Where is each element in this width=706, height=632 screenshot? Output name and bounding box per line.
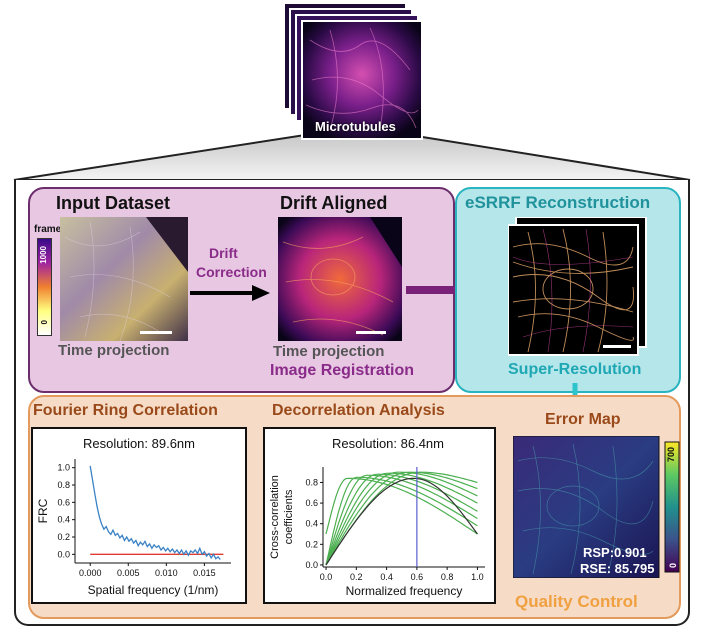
input-dataset-title: Input Dataset	[56, 193, 171, 213]
top-image-stack	[13, 2, 691, 180]
frc-chart-title: Resolution: 89.6nm	[83, 436, 195, 451]
stack-frame-front	[301, 20, 423, 140]
decorr-x-tick-label: 1.0	[471, 572, 484, 582]
decorr-curve	[325, 471, 478, 566]
decorr-chart-frame	[263, 427, 496, 604]
frc-chart: Resolution: 89.6nm 0.0 0.2 0.4 0.6 0.8 1.0 0.00…	[31, 427, 247, 604]
esrrf-reconstruction-title: eSRRF Reconstruction	[465, 193, 651, 212]
error-colorbar-min: 0	[668, 563, 678, 569]
decorr-title: Decorrelation Analysis	[272, 402, 445, 419]
esrrf-reconstruction-image	[508, 217, 647, 356]
decorr-x-tick-label: 0.6	[411, 572, 424, 582]
frc-xlabel: Spatial frequency (1/nm)	[88, 583, 219, 597]
frc-curve	[89, 465, 221, 560]
error-map-image	[513, 436, 680, 578]
decorr-y-tick-label: 0.8	[305, 477, 318, 487]
input-time-projection-caption: Time projection	[58, 342, 170, 359]
frame-colorbar	[37, 238, 52, 336]
decorr-xlabel: Normalized frequency	[346, 584, 463, 598]
drift-correction-arrow	[190, 285, 270, 301]
decorr-y-tick-label: 0.2	[305, 539, 318, 549]
frc-y-tick-label: 0.0	[57, 549, 70, 559]
frc-y-tick-label: 0.6	[57, 497, 70, 507]
decorr-chart-title: Resolution: 86.4nm	[332, 436, 444, 451]
quality-control-label: Quality Control	[515, 592, 638, 611]
rsp-value: RSP:0.901	[583, 545, 647, 560]
stack-label: Microtubules	[315, 119, 396, 134]
drift-aligned-title: Drift Aligned	[280, 193, 388, 213]
decorr-ylabel-line2: coefficients	[283, 489, 295, 544]
microtubule-texture	[305, 27, 419, 131]
decorr-y-tick-label: 0.0	[305, 560, 318, 570]
decorr-curve	[325, 472, 478, 566]
frc-y-tick-label: 0.4	[57, 515, 70, 525]
drift-correction-label-2: Correction	[196, 264, 267, 280]
drift-aligned-image	[278, 217, 402, 341]
frc-y-tick-label: 0.8	[57, 480, 70, 490]
decorr-x-tick-label: 0.0	[320, 572, 333, 582]
outer-panel	[14, 180, 690, 626]
funnel-shape	[13, 134, 691, 180]
frame-colorbar-max: 1000	[39, 246, 48, 264]
frc-y-tick-label: 0.2	[57, 532, 70, 542]
input-dataset-image	[60, 217, 188, 341]
aligned-time-projection-caption: Time projection	[273, 343, 385, 360]
super-resolution-label: Super-Resolution	[508, 361, 642, 378]
frc-ylabel: FRC	[36, 498, 50, 523]
error-map-title: Error Map	[545, 411, 621, 428]
decorr-x-tick-label: 0.4	[380, 572, 393, 582]
error-colorbar-max: 700	[666, 447, 676, 463]
decorr-chart: Resolution: 86.4nm 0.0 0.2 0.4 0.6 0.8 0.0 0.2 0…	[263, 427, 496, 604]
decorr-curve	[325, 471, 478, 566]
frc-y-tick-label: 1.0	[57, 463, 70, 473]
decorr-curve	[325, 477, 478, 566]
frc-title: Fourier Ring Correlation	[33, 402, 218, 419]
decorr-y-tick-label: 0.4	[305, 519, 318, 529]
decorr-ylabel-line1: Cross-correlation	[269, 475, 281, 559]
frc-x-tick-label: 0.005	[117, 568, 140, 578]
decorr-curve	[325, 477, 478, 535]
frame-colorbar-min: 0	[40, 320, 49, 325]
frc-x-tick-label: 0.000	[79, 568, 102, 578]
frc-x-tick-label: 0.015	[193, 568, 216, 578]
frc-chart-frame	[31, 427, 247, 604]
decorr-x-tick-label: 0.8	[441, 572, 454, 582]
drift-correction-label-1: Drift	[209, 245, 238, 261]
frc-x-tick-label: 0.010	[155, 568, 178, 578]
decorr-x-tick-label: 0.2	[350, 572, 363, 582]
decorr-y-tick-label: 0.6	[305, 498, 318, 508]
decorr-curve	[325, 476, 478, 566]
frame-colorbar-title: frame	[34, 224, 62, 235]
image-registration-label: Image Registration	[270, 362, 415, 379]
rse-value: RSE: 85.795	[580, 561, 655, 576]
